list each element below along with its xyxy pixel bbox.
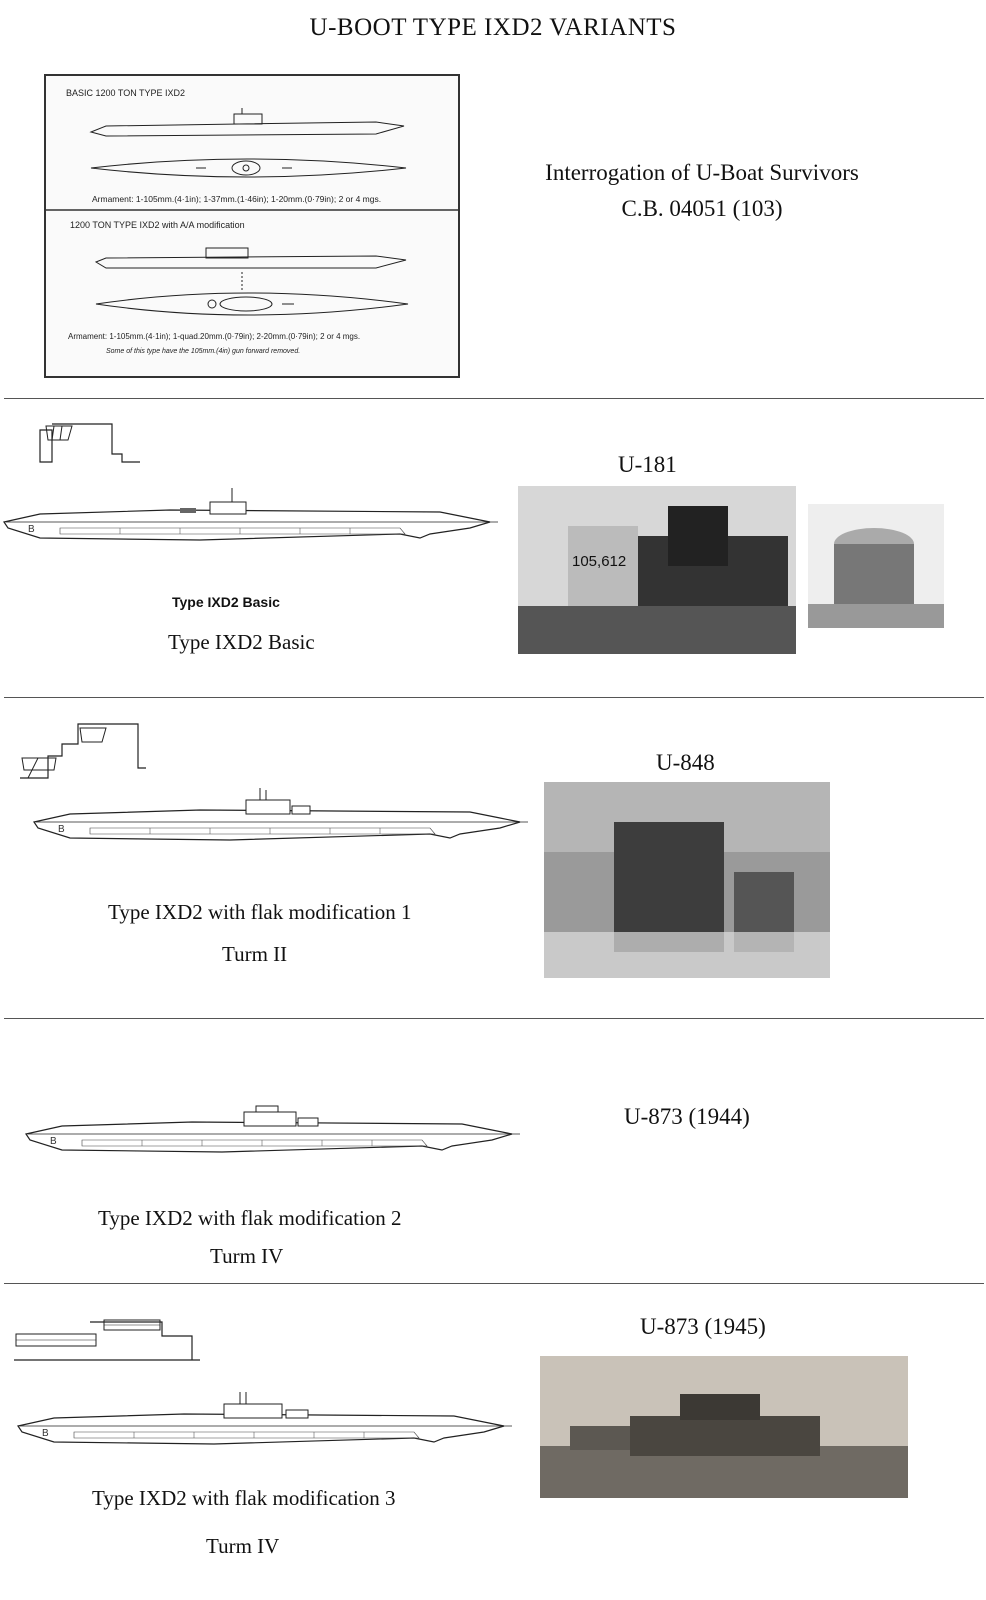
conning-tower-detail-2 [20, 723, 146, 779]
source-line-1: Interrogation of U-Boat Survivors [545, 160, 859, 185]
sketch-basic-armament: Armament: 1-105mm.(4·1in); 1-37mm.(1·46i… [92, 194, 382, 204]
boat-label-u848: U-848 [656, 750, 715, 775]
turm-label-mod-1: Turm II [222, 942, 288, 966]
photo-u181-tower: 105,612 [518, 486, 796, 654]
sketch-basic-heading: BASIC 1200 TON TYPE IXD2 [66, 88, 186, 98]
boat-label-u181: U-181 [618, 452, 677, 477]
section-divider [4, 1283, 984, 1284]
sketch-drawings [46, 108, 458, 316]
profile-type-ixd2-basic [3, 488, 499, 541]
photo-u873-1945 [540, 1356, 908, 1498]
turm-label-mod-3: Turm IV [206, 1534, 280, 1558]
profile-flak-mod-1 [33, 788, 529, 841]
section-divider [4, 1018, 984, 1019]
conning-tower-detail-1 [39, 423, 140, 463]
caption-flak-mod-1: Type IXD2 with flak modification 1 [108, 900, 412, 924]
caption-flak-mod-2: Type IXD2 with flak modification 2 [98, 1206, 402, 1230]
boat-label-u873-1944: U-873 (1944) [624, 1104, 750, 1129]
sketch-aa-note: Some of this type have the 105mm.(4in) g… [106, 348, 301, 355]
photo-u181-hull-number: 105,612 [572, 553, 626, 570]
profile-flak-mod-2 [25, 1105, 521, 1153]
turm-label-mod-2: Turm IV [210, 1244, 284, 1268]
sketch-aa-heading: 1200 TON TYPE IXD2 with A/A modification [70, 220, 245, 230]
sketch-aa-armament: Armament: 1-105mm.(4·1in); 1-quad.20mm.(… [68, 332, 361, 341]
section-divider [4, 697, 984, 698]
photo-u848 [544, 782, 830, 978]
caption-basic: Type IXD2 Basic [168, 630, 315, 654]
section-divider [4, 398, 984, 399]
photo-u181-model [808, 504, 944, 628]
source-line-2: C.B. 04051 (103) [621, 196, 783, 221]
recognition-sketch-panel: BASIC 1200 TON TYPE IXD2 Armament: 1-105… [44, 74, 460, 378]
boat-label-u873-1945: U-873 (1945) [640, 1314, 766, 1339]
conning-tower-detail-4 [14, 1319, 200, 1361]
caption-basic-bold: Type IXD2 Basic [172, 594, 280, 610]
page-title: U-BOOT TYPE IXD2 VARIANTS [309, 14, 677, 41]
caption-flak-mod-3: Type IXD2 with flak modification 3 [92, 1486, 396, 1510]
profile-flak-mod-3 [17, 1392, 513, 1445]
